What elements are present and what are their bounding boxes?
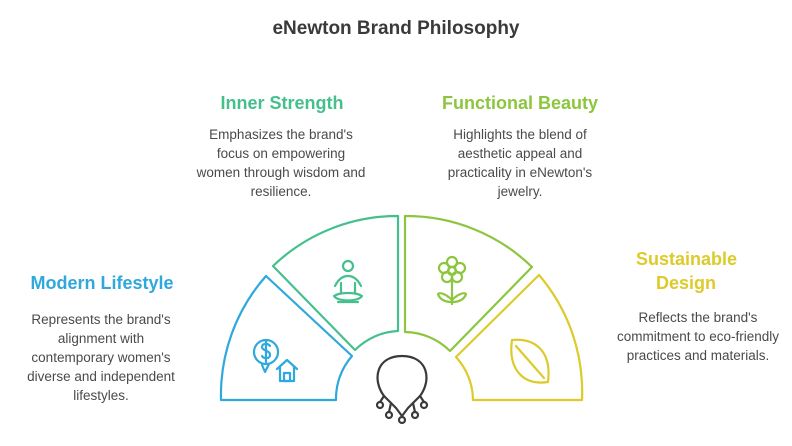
meditation-icon	[332, 259, 364, 304]
desc-modern-lifestyle: Represents the brand's alignment with co…	[27, 312, 175, 403]
heading-modern-lifestyle: Modern Lifestyle	[30, 273, 174, 293]
heading-sustainable-design: Sustainable Design	[636, 249, 738, 293]
segment-modern-lifestyle	[219, 274, 354, 402]
desc-functional-beauty: Highlights the blend of aesthetic appeal…	[447, 127, 593, 199]
desc-sustainable-design: Reflects the brand's commitment to eco-f…	[616, 310, 780, 363]
page-title: eNewton Brand Philosophy	[272, 18, 520, 39]
heading-functional-beauty: Functional Beauty	[441, 93, 598, 113]
money-house-icon	[252, 338, 299, 383]
leaf-icon	[510, 338, 550, 384]
desc-inner-strength: Emphasizes the brand's focus on empoweri…	[196, 127, 366, 199]
segment-sustainable-design	[454, 273, 584, 402]
segment-functional-beauty	[403, 214, 534, 353]
heading-inner-strength: Inner Strength	[220, 93, 344, 113]
flower-icon	[436, 255, 468, 306]
necklace-icon	[375, 354, 429, 425]
